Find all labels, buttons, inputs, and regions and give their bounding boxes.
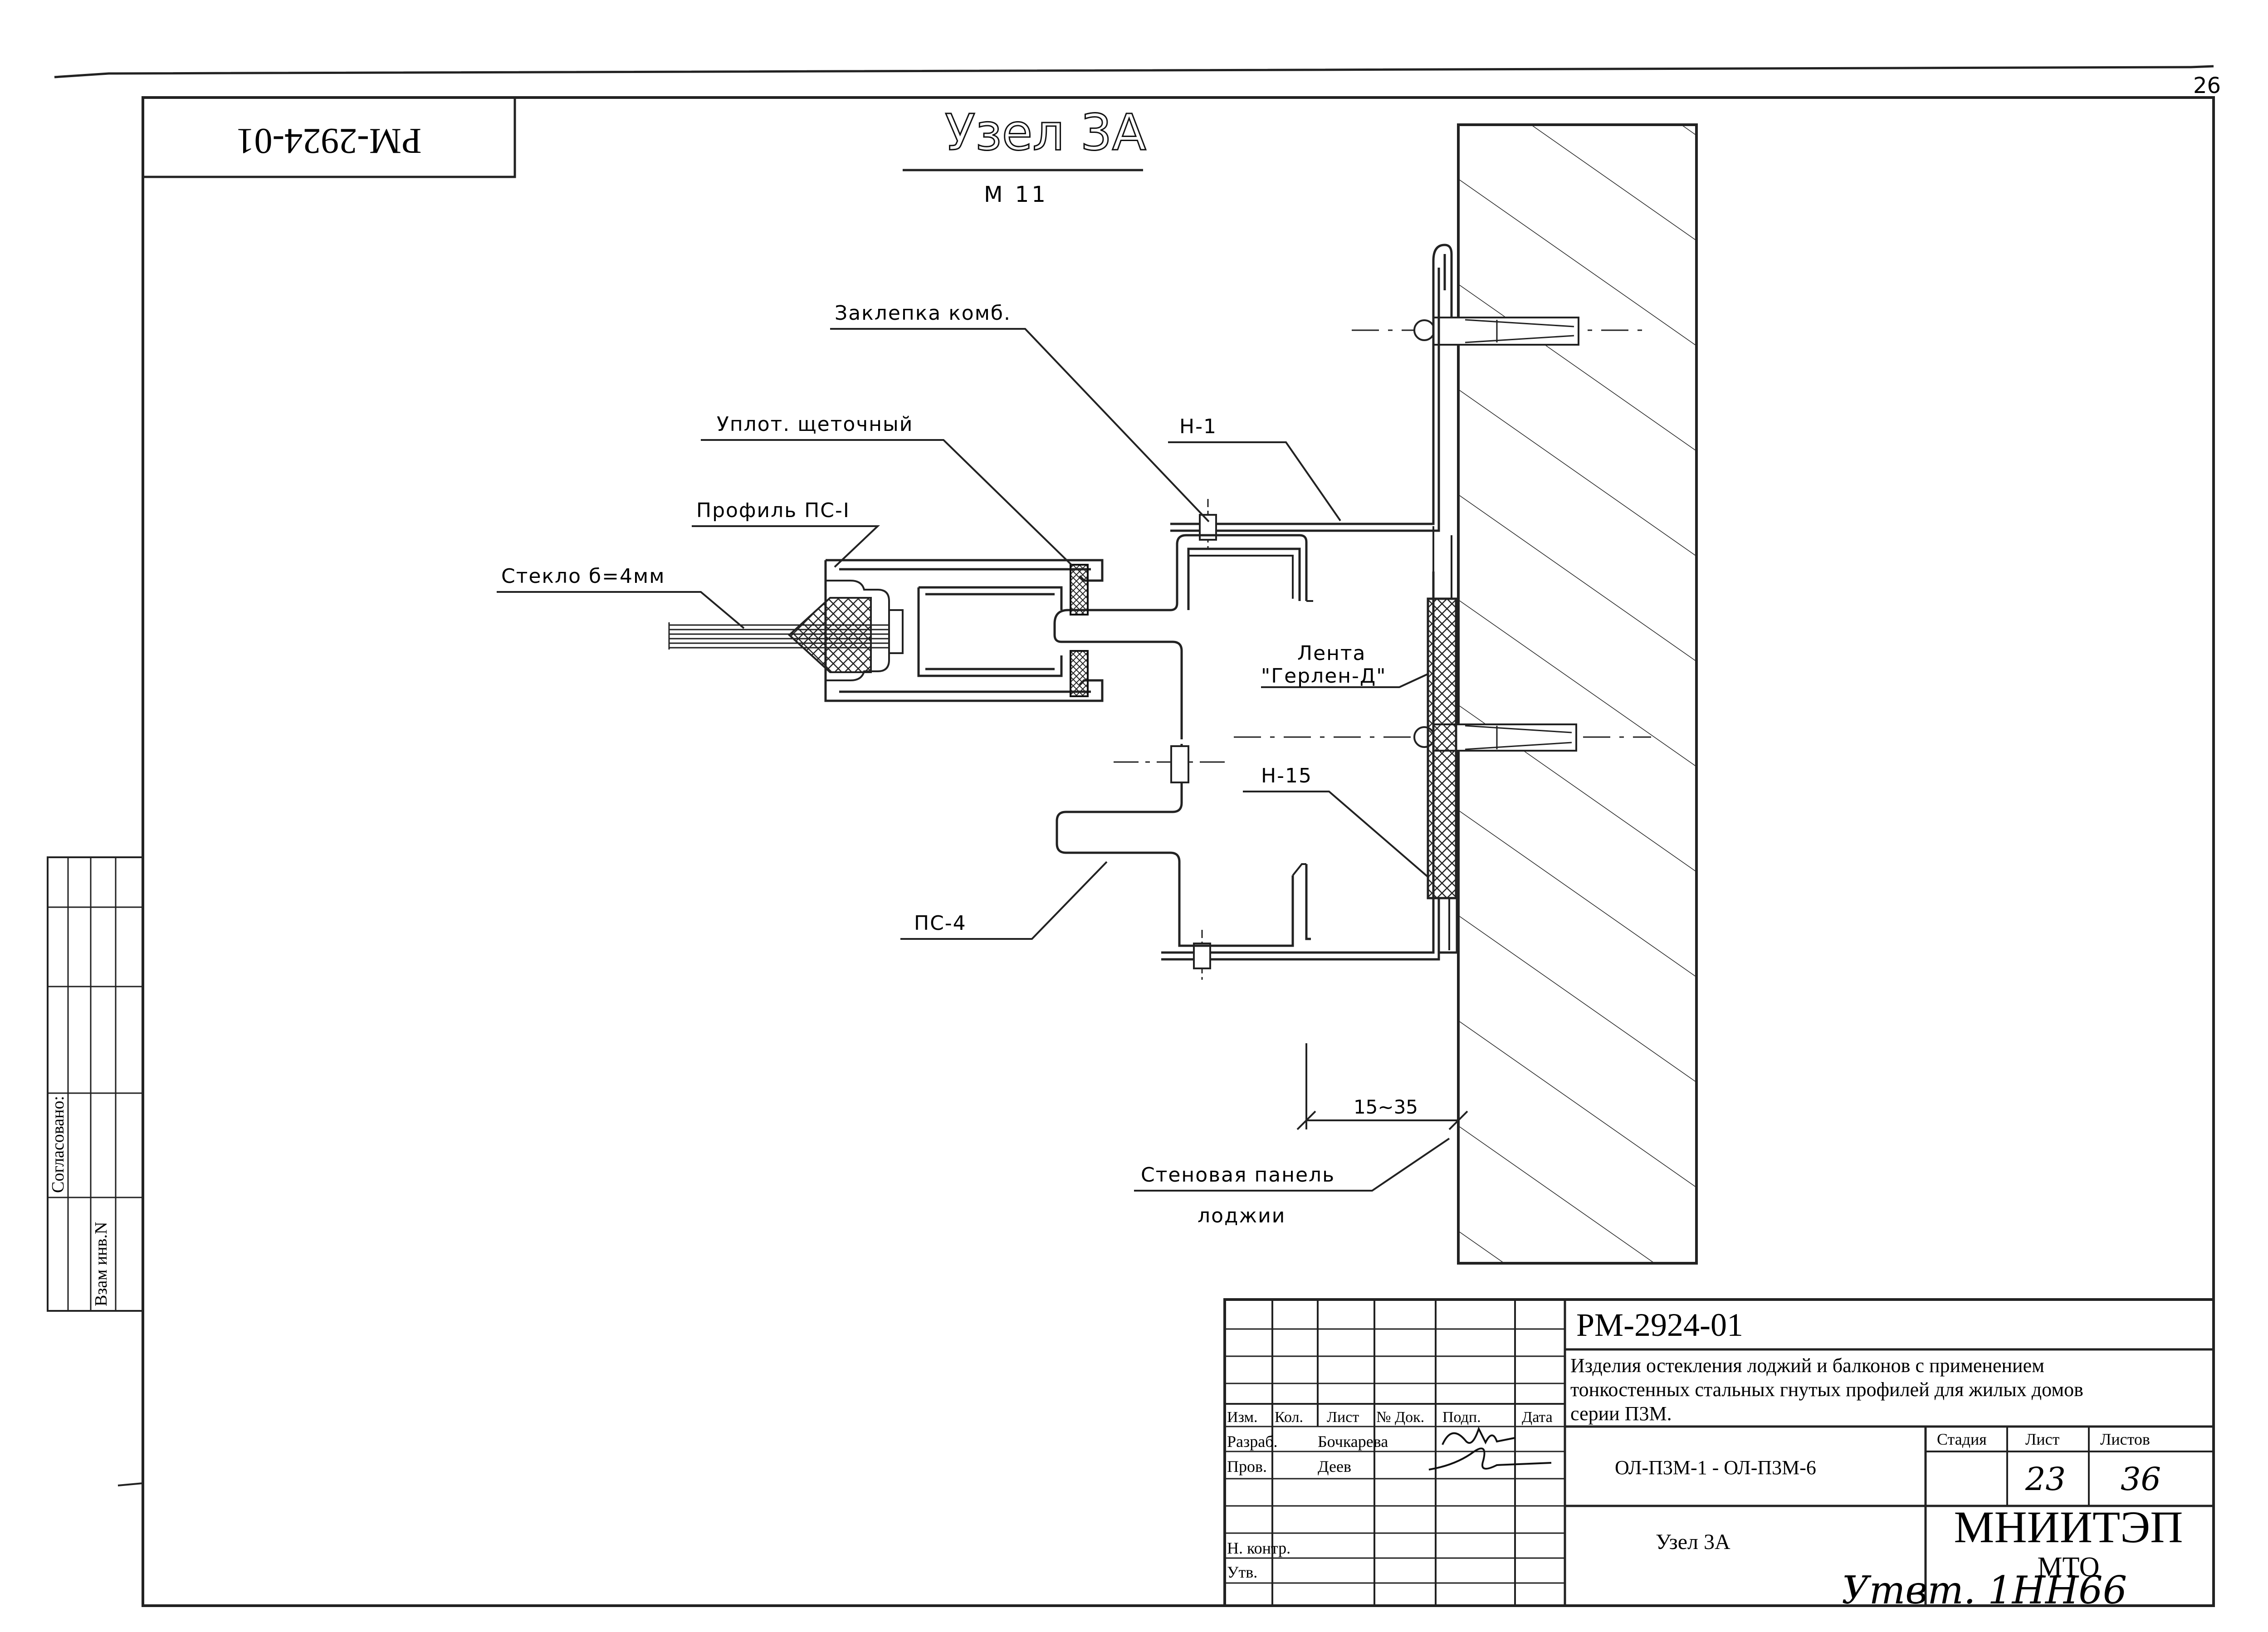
label-h1: Н-1: [1179, 415, 1217, 438]
tb-h-izm: Изм.: [1227, 1409, 1258, 1426]
label-h15: Н-15: [1261, 764, 1312, 787]
stamp-code-rotated: РМ-2924-01: [236, 121, 422, 161]
tb-name-1: Деев: [1318, 1457, 1351, 1476]
glazing-bead: [788, 597, 872, 673]
tb-h-kol: Кол.: [1275, 1409, 1303, 1426]
tb-stage-label: Стадия: [1937, 1430, 1987, 1448]
tb-h-doc: № Док.: [1376, 1409, 1424, 1426]
tb-h-data: Дата: [1522, 1409, 1553, 1426]
label-glass: Стекло б=4мм: [501, 565, 665, 588]
profile-ps4: [1053, 534, 1311, 947]
tb-role-3: Утв.: [1227, 1563, 1257, 1581]
tb-role-0: Разраб.: [1227, 1432, 1278, 1451]
tb-role-1: Пров.: [1227, 1457, 1267, 1476]
gerlen-tape: [1427, 597, 1457, 899]
sheet-frame: [142, 96, 2215, 1607]
brush-seal-top: [1070, 564, 1089, 616]
rivet-bottom: [1193, 930, 1211, 980]
dimension-value: 15~35: [1354, 1096, 1418, 1118]
tb-desc-3: серии П3М.: [1570, 1402, 1672, 1425]
sheet-number: 26: [2193, 73, 2221, 98]
tb-handwritten-note: Утвт. 1НН66: [1842, 1568, 2127, 1612]
tb-sheet-value: 23: [2025, 1461, 2066, 1498]
label-seal: Уплот. щеточный: [717, 413, 913, 436]
label-panel-1: Стеновая панель: [1141, 1163, 1335, 1187]
tb-h-podp: Подп.: [1442, 1409, 1481, 1426]
side-inv-label: Взам инв.N: [92, 1222, 111, 1306]
brush-seal-bottom: [1070, 650, 1089, 697]
tb-org: МНИИТЭП: [1954, 1502, 2183, 1552]
tb-desc-2: тонкостенных стальных гнутых профилей дл…: [1570, 1378, 2083, 1401]
tb-sheets-label: Листов: [2100, 1430, 2150, 1448]
side-stamp: Согласовано: Взам инв.N: [47, 856, 144, 1312]
margin-tick: [117, 1482, 143, 1486]
tb-name-0: Бочкарева: [1318, 1432, 1388, 1451]
ps1-glass-pocket: [826, 580, 904, 681]
sheet-top-edge: [54, 65, 2214, 78]
signature-developer: [1428, 1426, 1552, 1471]
stamp-code-box: [142, 96, 516, 178]
label-ps4: ПС-4: [914, 912, 967, 935]
bracket-h1: [1170, 244, 1453, 532]
tb-desc-1: Изделия остекления лоджий и балконов с п…: [1570, 1354, 2044, 1377]
profile-ps4-inner: [1188, 555, 1313, 876]
rivet-top: [1199, 499, 1217, 549]
drawing-scale: М 11: [984, 182, 1048, 207]
tb-role-2: Н. контр.: [1227, 1539, 1290, 1557]
side-agreed-label: Согласовано:: [49, 1096, 68, 1193]
label-panel-2: лоджии: [1198, 1204, 1286, 1227]
ps4-connector: [1114, 745, 1232, 783]
label-rivet: Заклепка комб.: [835, 302, 1011, 325]
tb-sheet-title: Узел 3А: [1656, 1530, 1730, 1554]
drawing-title: Узел 3А: [945, 103, 1146, 161]
label-tape-2: "Герлен-Д": [1261, 665, 1387, 688]
tb-sheet-label: Лист: [2025, 1430, 2060, 1448]
leaders: [497, 328, 1450, 1192]
tb-h-list: Лист: [1327, 1409, 1359, 1426]
title-block: [1223, 1298, 2215, 1607]
wall-panel: [1457, 123, 1698, 1265]
tb-code: РМ-2924-01: [1576, 1307, 1743, 1343]
anchor-top: [1352, 317, 1651, 346]
label-tape-1: Лента: [1297, 642, 1366, 665]
tb-sheets-value: 36: [2121, 1461, 2161, 1498]
bracket-strip: [1432, 526, 1452, 953]
tb-product: ОЛ-П3М-1 - ОЛ-П3М-6: [1615, 1456, 1816, 1479]
dimension-gap: [1296, 1043, 1468, 1130]
profile-ps1: [824, 559, 1104, 702]
label-profile: Профиль ПС-I: [696, 499, 850, 522]
tb-dept: МТО: [2038, 1552, 2100, 1583]
